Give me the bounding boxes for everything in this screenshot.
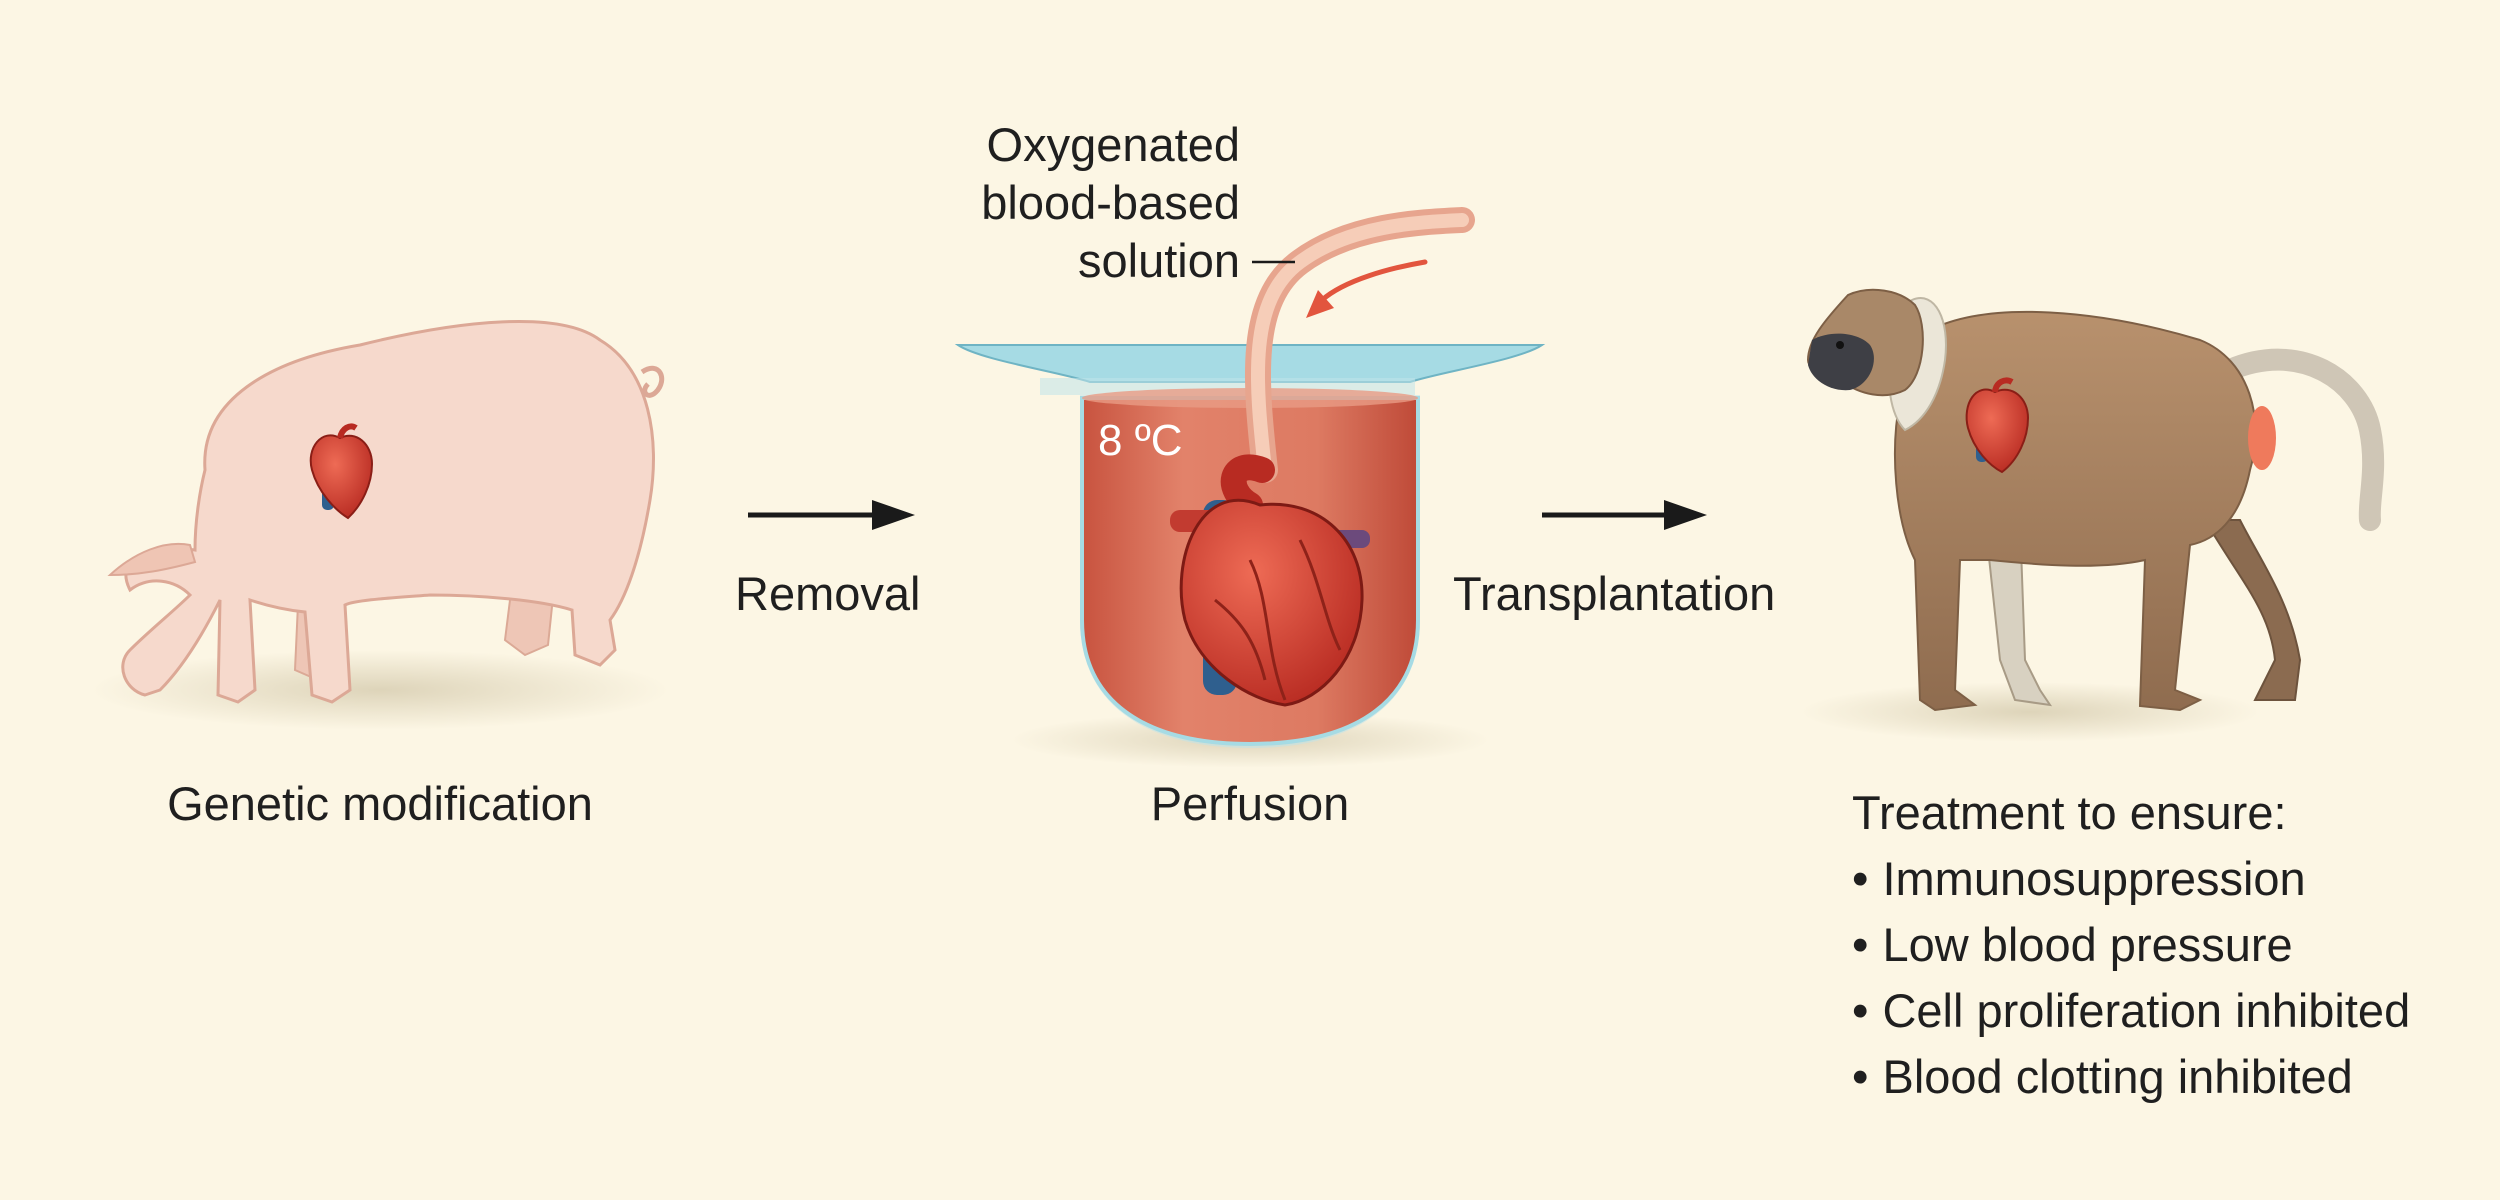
pig-body — [121, 320, 655, 704]
treatment-heading: Treatment to ensure: — [1852, 786, 2287, 839]
flow-arrow — [1306, 259, 1428, 318]
genetic-modification-label: Genetic modification — [167, 777, 593, 830]
treatment-item: Cell proliferation inhibited — [1852, 978, 2410, 1044]
solution-label-line-3: solution — [1078, 234, 1240, 287]
baboon-rump — [2248, 406, 2276, 470]
perfusion-label: Perfusion — [1150, 777, 1350, 830]
treatment-list: Immunosuppression Low blood pressure Cel… — [1852, 846, 2410, 1110]
solution-label: Oxygenated blood-based solution — [880, 116, 1240, 290]
baboon-far-hind-leg — [2203, 519, 2302, 701]
treatment-item: Blood clotting inhibited — [1852, 1044, 2410, 1110]
transplantation-label: Transplantation — [1453, 567, 1776, 620]
treatment-block: Treatment to ensure: Immunosuppression L… — [1852, 780, 2410, 1110]
pig-illustration — [90, 320, 670, 730]
arrow-transplantation — [1542, 500, 1707, 530]
solution-label-line-2: blood-based — [981, 176, 1240, 229]
treatment-item: Immunosuppression — [1852, 846, 2410, 912]
baboon-illustration — [1800, 288, 2385, 742]
treatment-item: Low blood pressure — [1852, 912, 2410, 978]
solution-label-line-1: Oxygenated — [986, 118, 1240, 171]
arrow-removal — [748, 500, 915, 530]
perfused-heart-icon — [1170, 454, 1370, 707]
pig-heart-icon — [309, 423, 374, 520]
baboon-body — [1894, 310, 2257, 712]
baboon-tail — [2219, 348, 2385, 531]
perfusion-bowl — [954, 207, 1546, 768]
temperature-label: 8 ºC — [1098, 416, 1183, 465]
baboon-heart-icon — [1965, 377, 2030, 474]
removal-label: Removal — [735, 567, 921, 620]
pig-tail — [640, 365, 665, 398]
baboon-face — [1808, 333, 1874, 391]
pig-ear — [107, 542, 197, 577]
